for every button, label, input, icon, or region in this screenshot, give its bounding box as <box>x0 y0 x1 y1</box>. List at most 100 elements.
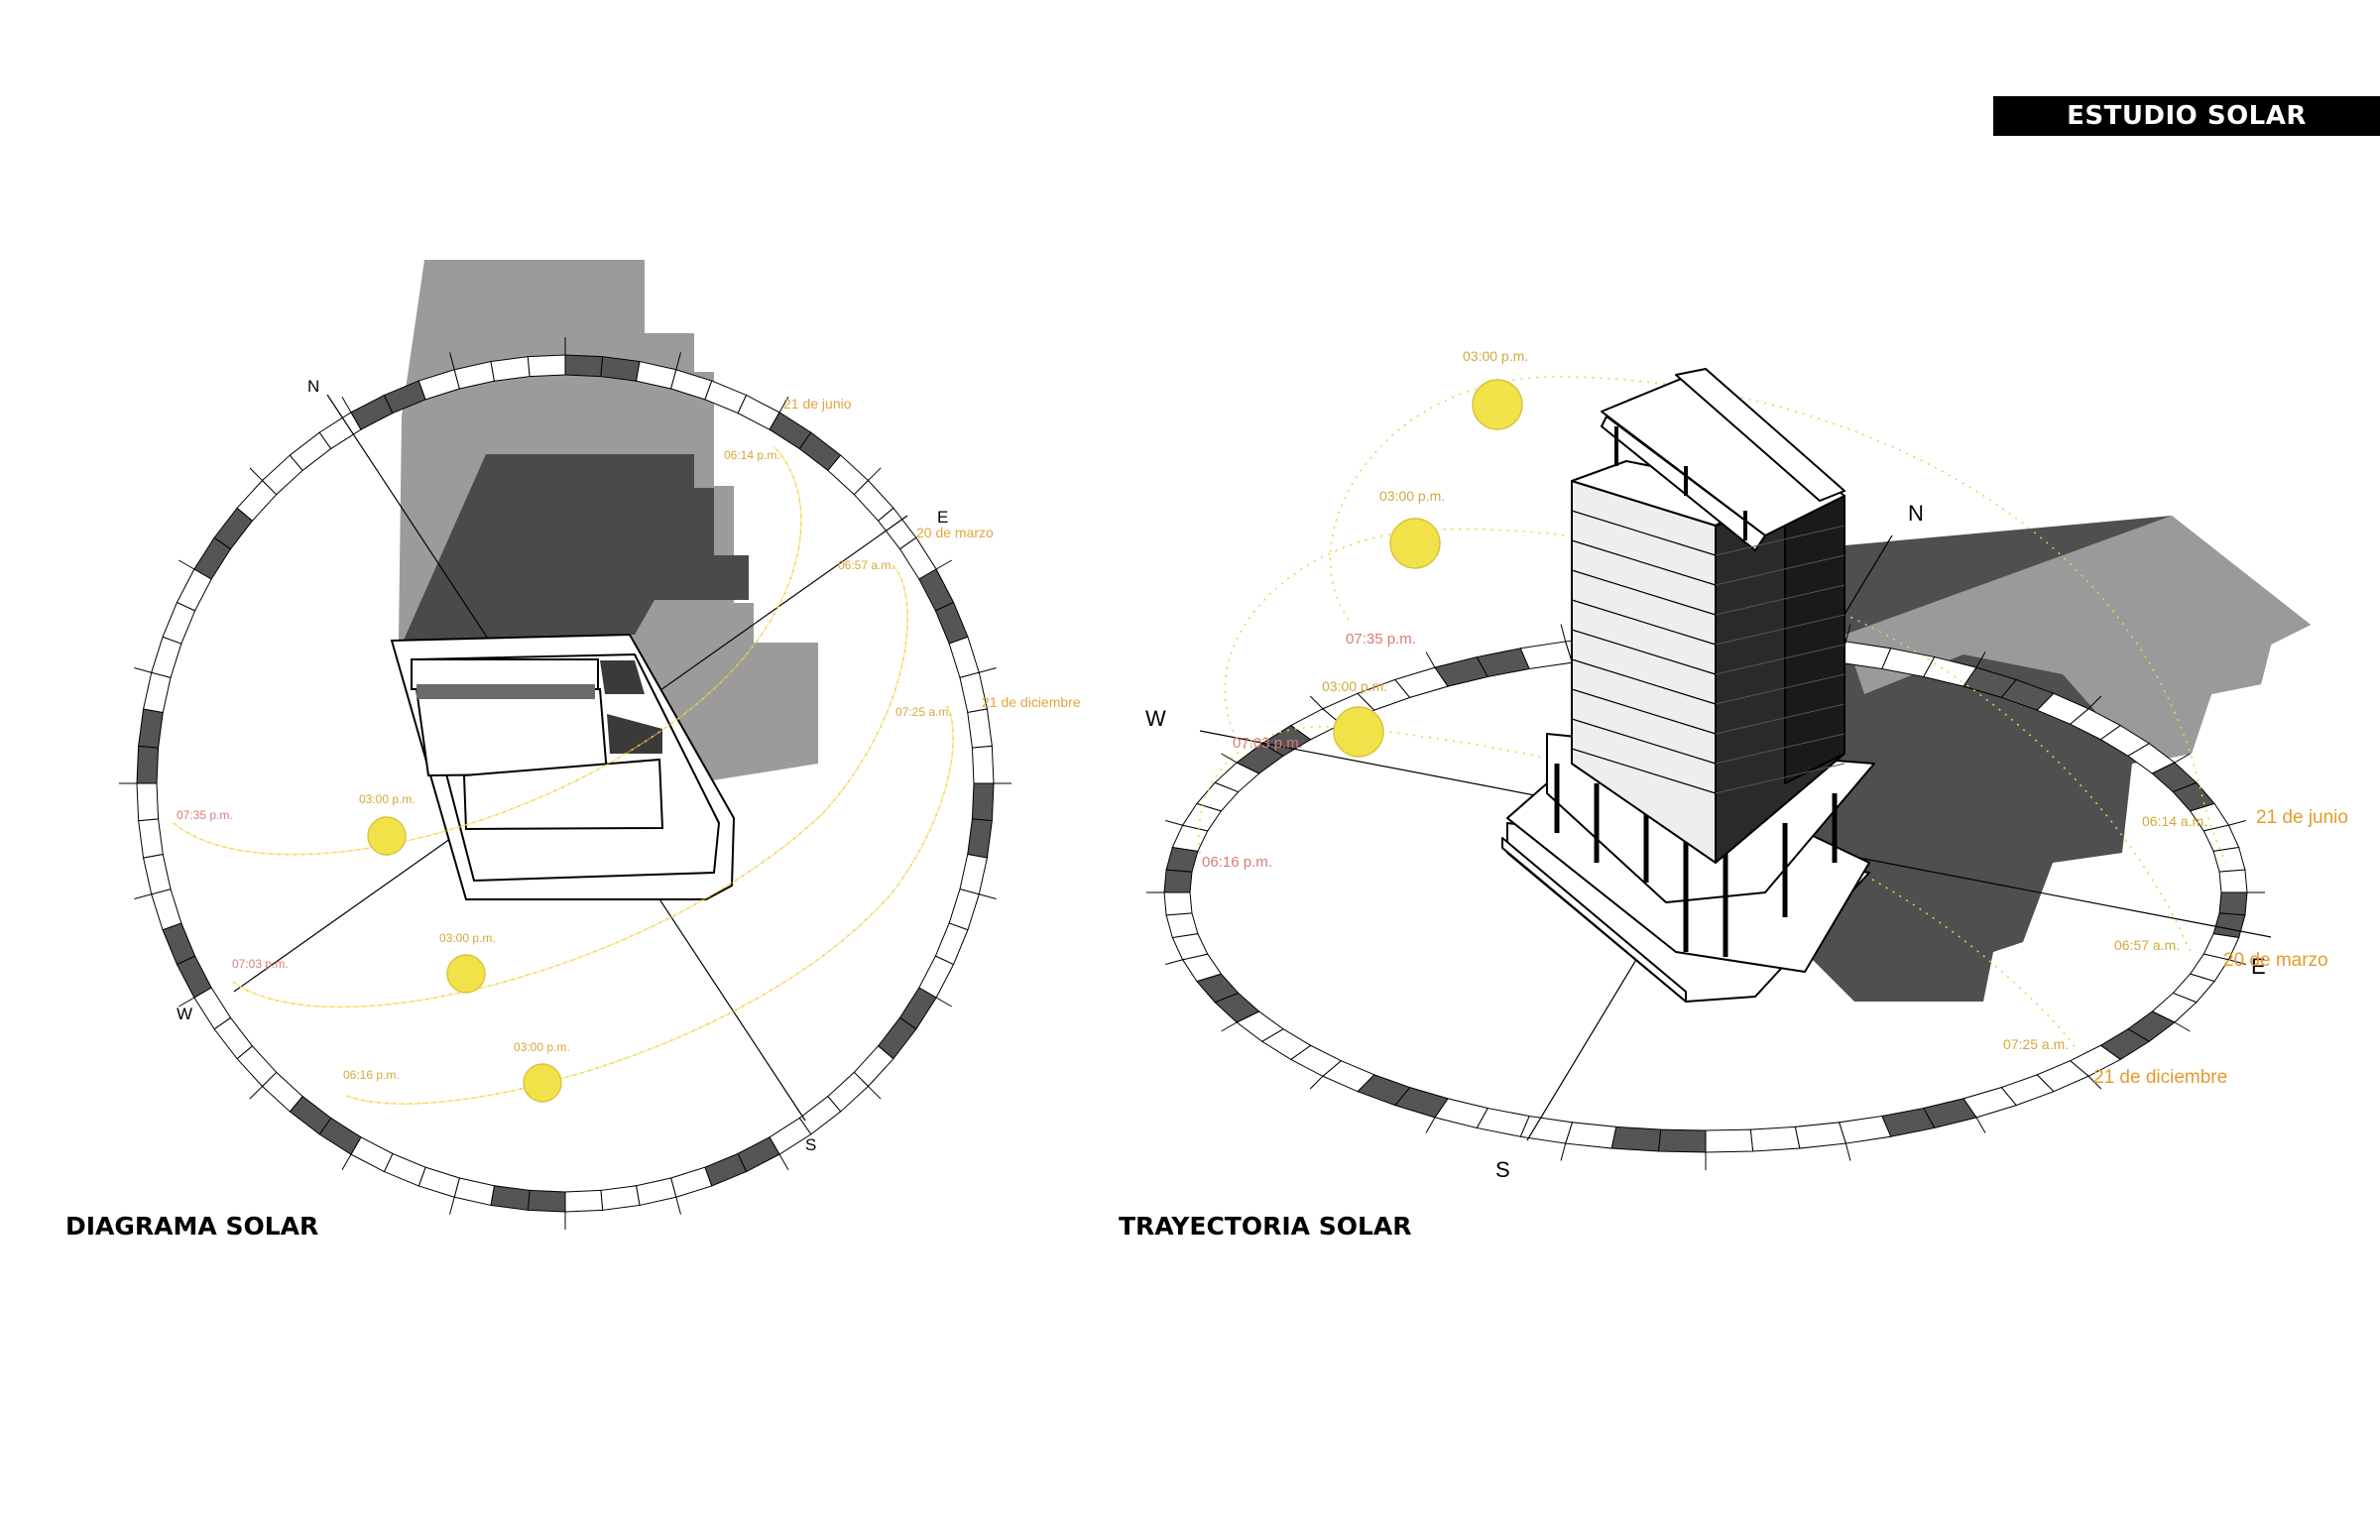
building-plan <box>390 633 736 900</box>
ring-tick <box>866 467 882 483</box>
ring-tick <box>674 1195 681 1215</box>
ring-tick <box>1844 624 1851 644</box>
floor-line <box>1571 748 1717 794</box>
ring-segment <box>1610 1125 1662 1152</box>
ring-segment <box>704 1152 748 1187</box>
floor-line <box>1571 718 1717 765</box>
caption-trayectoria-solar: TRAYECTORIA SOLAR <box>1119 1212 1412 1241</box>
sun-paths-solid <box>173 445 954 1105</box>
sun-label-june-iso: 03:00 p.m. <box>1463 348 1528 364</box>
time-march-set-iso: 07:03 p.m. <box>1233 735 1303 752</box>
floor-line <box>1715 644 1845 675</box>
ring-segment <box>967 708 993 749</box>
cardinal-s: S <box>805 1135 816 1154</box>
ring-segment <box>2212 912 2246 939</box>
caption-diagrama-solar: DIAGRAMA SOLAR <box>65 1212 319 1241</box>
solar-trajectory: N E S W 21 de junio 20 de marzo 21 de di… <box>1145 348 2348 1182</box>
ring-tick <box>1165 820 1185 827</box>
ring-segment <box>1749 1125 1801 1152</box>
date-december-iso: 21 de diciembre <box>2093 1067 2227 1088</box>
ring-segment <box>670 1166 713 1198</box>
ring-segment <box>151 888 182 931</box>
cardinal-n-iso: N <box>1908 501 1924 526</box>
floor-line <box>1715 614 1845 646</box>
ring-segment <box>1565 1122 1617 1149</box>
page-title: ESTUDIO SOLAR <box>2067 101 2307 131</box>
ring-segment <box>527 354 566 378</box>
ring-segment <box>1165 846 1199 873</box>
ring-tick <box>1221 1020 1240 1032</box>
ring-tick <box>934 996 952 1007</box>
ring-tick <box>178 996 196 1007</box>
date-june: 21 de junio <box>783 396 852 412</box>
ring-segment <box>1705 1128 1754 1153</box>
sun-icon-march <box>446 954 486 994</box>
ring-segment <box>564 354 604 378</box>
ring-tick <box>178 559 196 571</box>
ring-tick <box>449 352 456 372</box>
floor-line <box>1571 510 1717 556</box>
time-december-rise: 07:25 a.m. <box>895 705 952 719</box>
ring-segment <box>967 818 993 859</box>
ring-tick <box>1844 1141 1851 1161</box>
ring-segment <box>151 636 182 678</box>
header-badge: ESTUDIO SOLAR <box>1993 96 2380 136</box>
floor-line <box>1715 584 1845 616</box>
cardinal-n: N <box>307 377 319 396</box>
ring-segment <box>162 922 196 966</box>
ring-segment <box>971 782 995 822</box>
ring-tick <box>449 1195 456 1215</box>
ring-segment <box>2212 846 2246 873</box>
time-march-rise-iso: 06:57 a.m. <box>2114 937 2180 953</box>
ring-tick <box>934 559 952 571</box>
ring-segment <box>1163 869 1193 893</box>
ring-segment <box>959 853 989 895</box>
floor-line <box>1715 525 1845 556</box>
cardinal-s-iso: S <box>1495 1157 1510 1182</box>
ring-tick <box>249 1084 265 1100</box>
floor-line <box>1715 733 1845 765</box>
ring-segment <box>971 745 995 784</box>
tower-shadow-light <box>1844 516 2311 764</box>
ring-tick <box>1425 652 1437 670</box>
ring-tick <box>1309 695 1325 711</box>
ring-tick <box>249 467 265 483</box>
ring-segment <box>527 1189 566 1213</box>
floor-line <box>1571 688 1717 735</box>
ring-segment <box>138 708 164 749</box>
ring-tick <box>1309 1074 1325 1090</box>
ring-tick <box>777 1152 789 1170</box>
ring-segment <box>417 1166 460 1198</box>
time-december-set: 06:16 p.m. <box>343 1068 400 1082</box>
time-june-rise-iso: 06:14 a.m. <box>2142 813 2207 829</box>
ring-segment <box>138 818 164 859</box>
sun-label-march: 03:00 p.m. <box>439 931 496 945</box>
solar-diagram: N E S W 21 de junio 20 de marzo 21 de di… <box>119 260 1081 1230</box>
floor-line <box>1571 658 1717 705</box>
ring-segment <box>490 356 531 382</box>
time-march-set: 07:03 p.m. <box>232 957 289 971</box>
ring-segment <box>1165 912 1199 939</box>
sun-icon-march-iso <box>1389 518 1441 569</box>
ring-segment <box>453 1177 496 1207</box>
ring-segment <box>136 782 160 822</box>
time-june-rise: 06:14 p.m. <box>724 448 780 462</box>
ring-tick <box>1221 753 1240 765</box>
floor-line <box>1715 703 1845 735</box>
sun-icon-december-iso <box>1333 706 1384 758</box>
tower-building <box>1501 368 1875 1003</box>
sun-label-june: 03:00 p.m. <box>359 792 416 806</box>
ring-segment <box>142 671 172 714</box>
ring-segment <box>1519 641 1574 670</box>
ring-tick <box>1425 1115 1437 1133</box>
ring-segment <box>2218 891 2248 916</box>
ring-segment <box>600 1185 641 1211</box>
ring-segment <box>136 745 160 784</box>
floor-line <box>1571 599 1717 646</box>
ring-tick <box>2226 958 2246 965</box>
cardinal-w-iso: W <box>1145 706 1166 731</box>
date-march-iso: 20 de marzo <box>2223 950 2328 971</box>
ring-segment <box>948 636 980 678</box>
ring-tick <box>341 397 353 415</box>
